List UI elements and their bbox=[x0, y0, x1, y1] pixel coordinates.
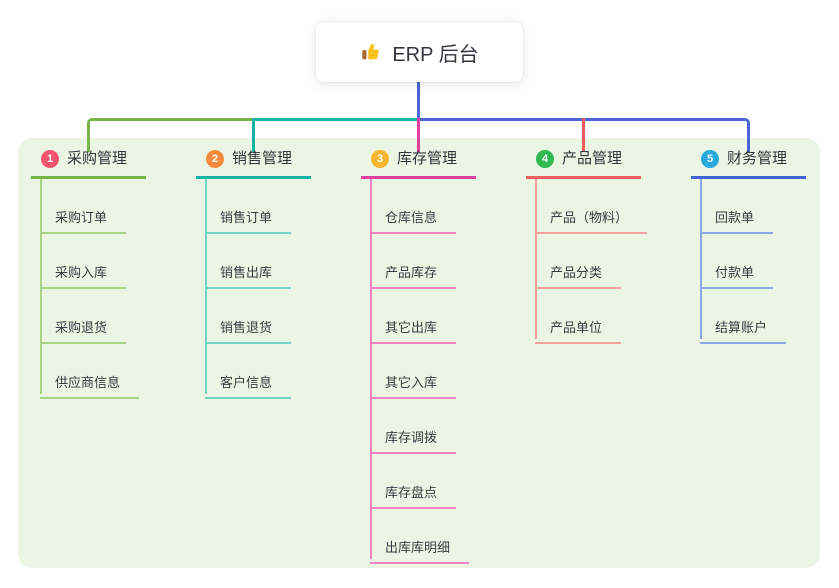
child-node-label: 付款单 bbox=[700, 264, 774, 289]
child-node-label: 采购退货 bbox=[40, 319, 127, 344]
child-node-label: 结算账户 bbox=[700, 319, 787, 344]
child-node[interactable]: 销售订单 bbox=[205, 179, 292, 234]
branches-panel bbox=[18, 138, 820, 568]
child-node-label: 采购订单 bbox=[40, 209, 127, 234]
branch-title-label: 采购管理 bbox=[67, 150, 128, 167]
branch-number-badge: 3 bbox=[371, 149, 389, 168]
branch-title[interactable]: 4 产品管理 bbox=[526, 148, 641, 179]
connector-branch-4 bbox=[582, 118, 585, 152]
child-node-label: 回款单 bbox=[700, 209, 774, 234]
child-node[interactable]: 采购入库 bbox=[40, 234, 139, 289]
child-node-label: 产品分类 bbox=[535, 264, 622, 289]
branch-title[interactable]: 3 库存管理 bbox=[361, 148, 476, 179]
branch-children: 仓库信息产品库存其它出库其它入库库存调拨库存盘点出库库明细 bbox=[370, 179, 470, 564]
branch-title-label: 销售管理 bbox=[232, 150, 293, 167]
child-node-label: 客户信息 bbox=[205, 374, 292, 399]
branch-number-badge: 2 bbox=[206, 149, 224, 168]
branch-children: 销售订单销售出库销售退货客户信息 bbox=[205, 179, 292, 399]
child-node[interactable]: 产品分类 bbox=[535, 234, 647, 289]
child-node-label: 产品库存 bbox=[370, 264, 457, 289]
child-node-label: 库存调拨 bbox=[370, 429, 457, 454]
connector-branch-2 bbox=[252, 118, 418, 152]
child-node[interactable]: 销售退货 bbox=[205, 289, 292, 344]
child-node-label: 采购入库 bbox=[40, 264, 127, 289]
child-node[interactable]: 库存调拨 bbox=[370, 399, 469, 454]
root-label: ERP 后台 bbox=[392, 43, 479, 66]
child-node[interactable]: 其它出库 bbox=[370, 289, 469, 344]
child-node[interactable]: 产品单位 bbox=[535, 289, 647, 344]
child-node[interactable]: 供应商信息 bbox=[40, 344, 140, 399]
child-node-label: 其它出库 bbox=[370, 319, 457, 344]
child-node[interactable]: 产品库存 bbox=[370, 234, 469, 289]
thumbs-up-icon bbox=[360, 41, 382, 63]
child-node[interactable]: 回款单 bbox=[700, 179, 786, 234]
child-node-label: 出库库明细 bbox=[370, 539, 470, 564]
child-node[interactable]: 销售出库 bbox=[205, 234, 292, 289]
branch-number-badge: 4 bbox=[536, 149, 554, 168]
root-node[interactable]: ERP 后台 bbox=[316, 22, 523, 82]
child-node[interactable]: 采购退货 bbox=[40, 289, 139, 344]
connector-branch-1 bbox=[87, 118, 252, 152]
branch-children: 采购订单采购入库采购退货供应商信息 bbox=[40, 179, 140, 399]
child-node-label: 销售退货 bbox=[205, 319, 292, 344]
child-node-label: 销售订单 bbox=[205, 209, 292, 234]
branch-number-badge: 5 bbox=[701, 149, 719, 168]
child-node[interactable]: 客户信息 bbox=[205, 344, 292, 399]
branch-children: 产品（物料） 产品分类产品单位 bbox=[535, 179, 648, 344]
children-connector-line bbox=[40, 179, 42, 394]
branch-title[interactable]: 1 采购管理 bbox=[31, 148, 146, 179]
branch-children: 回款单付款单结算账户 bbox=[700, 179, 787, 344]
child-node[interactable]: 采购订单 bbox=[40, 179, 139, 234]
child-node[interactable]: 库存盘点 bbox=[370, 454, 469, 509]
children-connector-line bbox=[205, 179, 207, 394]
child-node-label: 仓库信息 bbox=[370, 209, 457, 234]
child-node[interactable]: 产品（物料） bbox=[535, 179, 648, 234]
branch-title[interactable]: 5 财务管理 bbox=[691, 148, 806, 179]
children-connector-line bbox=[535, 179, 537, 339]
child-node-label: 供应商信息 bbox=[40, 374, 140, 399]
child-node[interactable]: 结算账户 bbox=[700, 289, 787, 344]
branch-title[interactable]: 2 销售管理 bbox=[196, 148, 311, 179]
branch-title-label: 产品管理 bbox=[562, 150, 623, 167]
connector-root-drop bbox=[417, 82, 420, 121]
branch-title-label: 财务管理 bbox=[727, 150, 788, 167]
connector-branch-3 bbox=[417, 118, 420, 152]
child-node-label: 销售出库 bbox=[205, 264, 292, 289]
child-node[interactable]: 其它入库 bbox=[370, 344, 469, 399]
child-node[interactable]: 出库库明细 bbox=[370, 509, 470, 564]
child-node-label: 产品（物料） bbox=[535, 209, 648, 234]
child-node-label: 产品单位 bbox=[535, 319, 622, 344]
child-node[interactable]: 仓库信息 bbox=[370, 179, 469, 234]
branch-title-label: 库存管理 bbox=[397, 150, 458, 167]
children-connector-line bbox=[370, 179, 372, 559]
children-connector-line bbox=[700, 179, 702, 339]
child-node[interactable]: 付款单 bbox=[700, 234, 786, 289]
branch-number-badge: 1 bbox=[41, 149, 59, 168]
child-node-label: 其它入库 bbox=[370, 374, 457, 399]
child-node-label: 库存盘点 bbox=[370, 484, 457, 509]
